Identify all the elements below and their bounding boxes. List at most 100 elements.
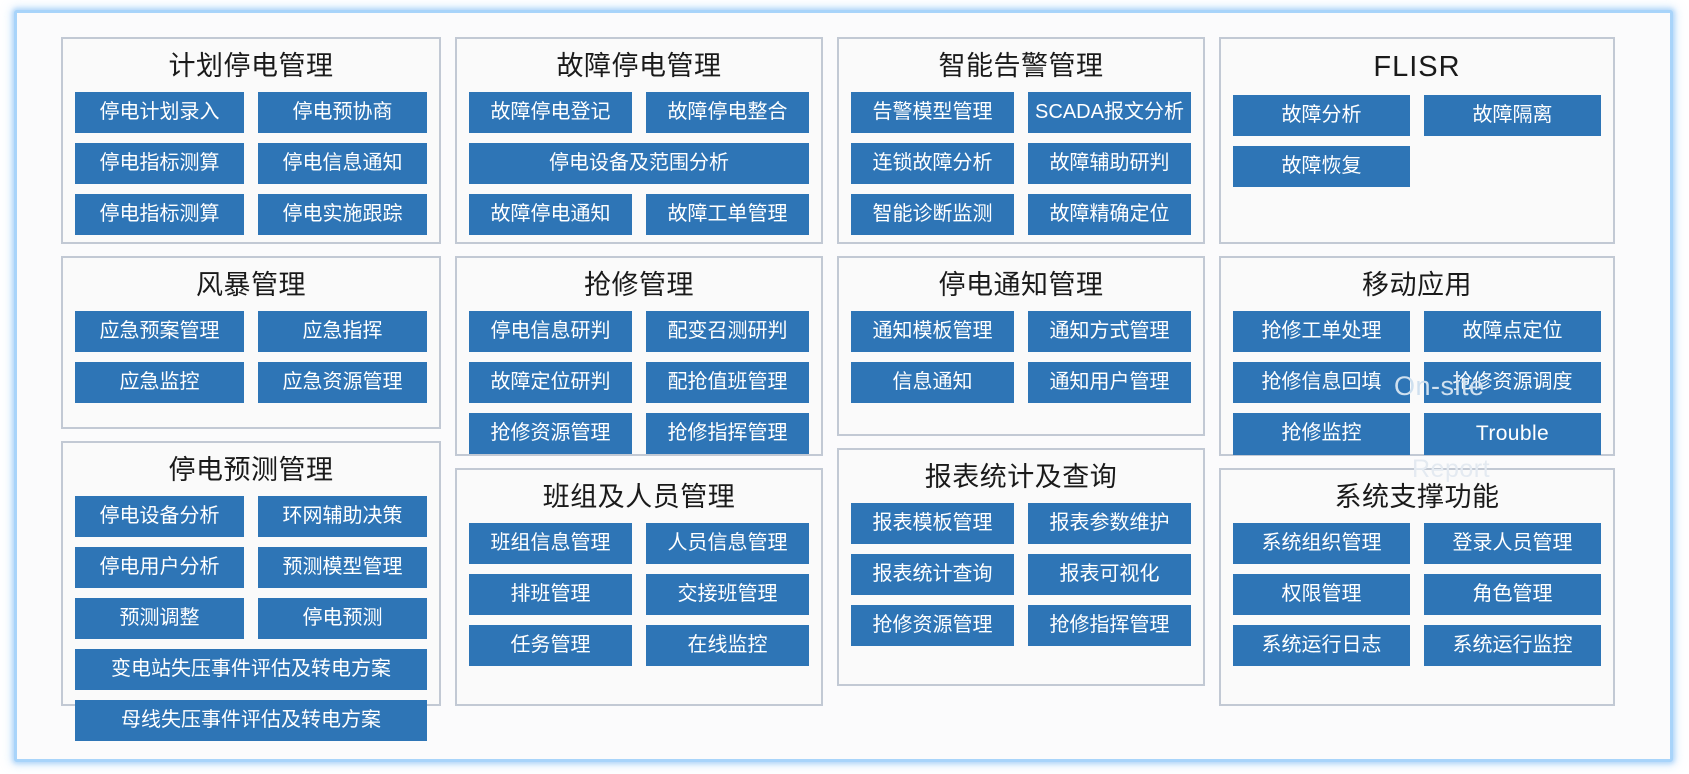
module-button[interactable]: 通知模板管理 <box>851 311 1014 353</box>
module-button[interactable]: 故障停电通知 <box>469 194 632 236</box>
column-1: 计划停电管理停电计划录入停电预协商停电指标测算停电信息通知停电指标测算停电实施跟… <box>61 37 441 755</box>
panel-1-3: 停电预测管理停电设备分析环网辅助决策停电用户分析预测模型管理预测调整停电预测变电… <box>61 441 441 742</box>
module-button[interactable]: 抢修指挥管理 <box>646 413 809 455</box>
panel-2-2: 抢修管理停电信息研判配变召测研判故障定位研判配抢值班管理抢修资源管理抢修指挥管理 <box>455 256 823 456</box>
column-2: 故障停电管理故障停电登记故障停电整合停电设备及范围分析故障停电通知故障工单管理抢… <box>455 37 823 755</box>
module-button[interactable]: 停电指标测算 <box>75 143 244 185</box>
module-button[interactable]: 抢修资源调度 <box>1424 362 1601 404</box>
module-button[interactable]: 排班管理 <box>469 574 632 616</box>
module-button[interactable]: 抢修指挥管理 <box>1028 605 1191 647</box>
module-button[interactable]: SCADA报文分析 <box>1028 92 1191 134</box>
module-button[interactable]: 母线失压事件评估及转电方案 <box>75 700 427 742</box>
module-button[interactable]: 停电用户分析 <box>75 547 244 589</box>
module-button[interactable]: 停电计划录入 <box>75 92 244 134</box>
module-button[interactable]: 停电预测 <box>258 598 427 640</box>
module-button[interactable]: 应急预案管理 <box>75 311 244 353</box>
panel-button-grid: 告警模型管理 SCADA报文分析连锁故障分析故障辅助研判智能诊断监测故障精确定位 <box>851 92 1191 236</box>
panel-title: 抢修管理 <box>584 270 694 300</box>
module-button[interactable]: 抢修信息回填 <box>1233 362 1410 404</box>
module-button[interactable]: 故障恢复 <box>1233 146 1410 188</box>
module-button[interactable]: 故障精确定位 <box>1028 194 1191 236</box>
module-button[interactable]: 配抢值班管理 <box>646 362 809 404</box>
panel-2-1: 故障停电管理故障停电登记故障停电整合停电设备及范围分析故障停电通知故障工单管理 <box>455 37 823 244</box>
module-button[interactable]: 抢修工单处理 <box>1233 311 1410 353</box>
module-button[interactable]: 故障隔离 <box>1424 95 1601 137</box>
module-button[interactable]: 系统运行日志 <box>1233 625 1410 667</box>
module-button[interactable]: 智能诊断监测 <box>851 194 1014 236</box>
panel-title: 报表统计及查询 <box>924 462 1118 492</box>
panel-2-3: 班组及人员管理班组信息管理人员信息管理排班管理交接班管理任务管理在线监控 <box>455 468 823 706</box>
module-button[interactable]: 停电信息研判 <box>469 311 632 353</box>
module-button[interactable]: 抢修资源管理 <box>469 413 632 455</box>
module-button[interactable]: 停电预协商 <box>258 92 427 134</box>
panel-title: 系统支撑功能 <box>1334 482 1500 512</box>
module-button[interactable]: 停电信息通知 <box>258 143 427 185</box>
panel-3-3: 报表统计及查询报表模板管理报表参数维护报表统计查询报表可视化抢修资源管理抢修指挥… <box>837 448 1205 686</box>
module-button[interactable]: 故障辅助研判 <box>1028 143 1191 185</box>
panel-button-grid: 报表模板管理报表参数维护报表统计查询报表可视化抢修资源管理抢修指挥管理 <box>851 503 1191 647</box>
panel-4-3: 系统支撑功能系统组织管理登录人员管理权限管理角色管理系统运行日志系统运行监控 <box>1219 468 1615 706</box>
panel-button-grid: 通知模板管理通知方式管理信息通知通知用户管理 <box>851 311 1191 404</box>
module-button[interactable]: 信息通知 <box>851 362 1014 404</box>
module-button[interactable]: 系统组织管理 <box>1233 523 1410 565</box>
module-button[interactable]: 停电设备分析 <box>75 496 244 538</box>
panel-title: 智能告警管理 <box>938 51 1104 81</box>
module-button[interactable]: 任务管理 <box>469 625 632 667</box>
module-button[interactable]: 应急监控 <box>75 362 244 404</box>
module-button[interactable]: 通知用户管理 <box>1028 362 1191 404</box>
module-button[interactable]: 应急资源管理 <box>258 362 427 404</box>
module-button[interactable]: 报表可视化 <box>1028 554 1191 596</box>
module-button[interactable]: 停电指标测算 <box>75 194 244 236</box>
panel-title: 停电预测管理 <box>168 455 334 485</box>
module-button[interactable]: 告警模型管理 <box>851 92 1014 134</box>
panel-1-2: 风暴管理应急预案管理应急指挥应急监控应急资源管理 <box>61 256 441 429</box>
module-button[interactable]: 在线监控 <box>646 625 809 667</box>
module-button[interactable]: 通知方式管理 <box>1028 311 1191 353</box>
module-button[interactable]: 故障工单管理 <box>646 194 809 236</box>
module-button[interactable]: 登录人员管理 <box>1424 523 1601 565</box>
module-button[interactable]: 故障停电整合 <box>646 92 809 134</box>
panel-button-grid: 停电计划录入停电预协商停电指标测算停电信息通知停电指标测算停电实施跟踪 <box>75 92 427 236</box>
module-button[interactable]: 故障定位研判 <box>469 362 632 404</box>
module-button[interactable]: 抢修资源管理 <box>851 605 1014 647</box>
panel-button-grid: 应急预案管理应急指挥应急监控应急资源管理 <box>75 311 427 404</box>
module-button[interactable]: 故障停电登记 <box>469 92 632 134</box>
module-button[interactable]: 预测调整 <box>75 598 244 640</box>
module-button[interactable]: 环网辅助决策 <box>258 496 427 538</box>
module-button[interactable]: 停电设备及范围分析 <box>469 143 809 185</box>
module-button[interactable]: 停电实施跟踪 <box>258 194 427 236</box>
module-button[interactable]: 配变召测研判 <box>646 311 809 353</box>
module-button[interactable]: 报表统计查询 <box>851 554 1014 596</box>
module-button[interactable]: 交接班管理 <box>646 574 809 616</box>
module-button[interactable]: 报表参数维护 <box>1028 503 1191 545</box>
panel-3-2: 停电通知管理通知模板管理通知方式管理信息通知通知用户管理 <box>837 256 1205 436</box>
panel-button-grid: 班组信息管理人员信息管理排班管理交接班管理任务管理在线监控 <box>469 523 809 667</box>
panel-button-grid: 故障分析故障隔离故障恢复 <box>1233 95 1601 188</box>
module-button[interactable]: 抢修监控 <box>1233 413 1410 456</box>
panel-1-1: 计划停电管理停电计划录入停电预协商停电指标测算停电信息通知停电指标测算停电实施跟… <box>61 37 441 244</box>
panel-title: 班组及人员管理 <box>542 482 736 512</box>
panel-button-grid: 抢修工单处理故障点定位抢修信息回填抢修资源调度抢修监控 Trouble <box>1233 311 1601 456</box>
module-button[interactable]: 变电站失压事件评估及转电方案 <box>75 649 427 691</box>
module-button[interactable]: 系统运行监控 <box>1424 625 1601 667</box>
module-button[interactable]: 班组信息管理 <box>469 523 632 565</box>
diagram-frame: 计划停电管理停电计划录入停电预协商停电指标测算停电信息通知停电指标测算停电实施跟… <box>14 10 1673 762</box>
panel-4-1: FLISR 故障分析故障隔离故障恢复 <box>1219 37 1615 244</box>
module-button[interactable]: 应急指挥 <box>258 311 427 353</box>
module-button[interactable]: 权限管理 <box>1233 574 1410 616</box>
module-button[interactable]: 人员信息管理 <box>646 523 809 565</box>
module-button[interactable]: 角色管理 <box>1424 574 1601 616</box>
module-button[interactable]: 故障点定位 <box>1424 311 1601 353</box>
panel-title: FLISR <box>1373 51 1461 83</box>
module-button[interactable]: 报表模板管理 <box>851 503 1014 545</box>
module-button[interactable]: 连锁故障分析 <box>851 143 1014 185</box>
panel-button-grid: 故障停电登记故障停电整合停电设备及范围分析故障停电通知故障工单管理 <box>469 92 809 236</box>
module-button[interactable]: Trouble <box>1424 413 1601 456</box>
module-button[interactable]: 故障分析 <box>1233 95 1410 137</box>
module-board: 计划停电管理停电计划录入停电预协商停电指标测算停电信息通知停电指标测算停电实施跟… <box>61 37 1661 755</box>
panel-title: 风暴管理 <box>196 270 306 300</box>
module-button[interactable]: 预测模型管理 <box>258 547 427 589</box>
panel-title: 停电通知管理 <box>938 270 1104 300</box>
